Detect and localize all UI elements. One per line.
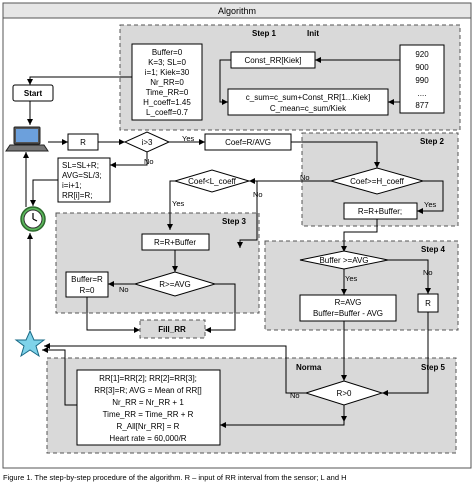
step2-label: Step 2 <box>420 137 445 146</box>
data-value: .... <box>418 89 427 98</box>
norma-line: Heart rate = 60,000/R <box>109 434 186 443</box>
init-to-start-arrow <box>27 76 132 85</box>
yes-label: Yes <box>345 274 357 283</box>
init-vars-box <box>131 43 203 121</box>
fill-rr-label: Fill_RR <box>158 325 186 334</box>
figure-caption: Figure 1. The step-by-step procedure of … <box>3 473 347 482</box>
yes-label: Yes <box>182 134 194 143</box>
step3-label: Step 3 <box>222 217 247 226</box>
init-var: Time_RR=0 <box>146 88 189 97</box>
r-avg-yes-arrow <box>205 283 236 333</box>
no-label: No <box>119 285 129 294</box>
clock-icon <box>20 206 46 232</box>
r-plus-buffer-label: R=R+Buffer; <box>358 207 402 216</box>
init-label: Init <box>307 29 319 38</box>
norma-line: R_All[Nr_RR] = R <box>117 422 180 431</box>
start-box <box>12 84 54 102</box>
step1-label: Step 1 <box>252 29 277 38</box>
update-line: AVG=SL/3; <box>62 171 102 180</box>
init-var: H_coeff=1.45 <box>143 98 191 107</box>
cond-r-avg-label: R>=AVG <box>159 280 190 289</box>
yes-label: Yes <box>172 199 184 208</box>
r-avg-box <box>299 294 397 322</box>
title-bar <box>2 2 472 19</box>
l-yes-arrow <box>167 180 175 230</box>
h-yes-arrow <box>417 180 444 214</box>
step3-region <box>55 212 260 314</box>
buffer-r-to-fill-arrow <box>86 297 140 333</box>
diagram-title: Algorithm <box>218 6 256 16</box>
step5-label: Step 5 <box>421 363 446 372</box>
cond-coef-lt-label: Coef<L_coeff <box>188 177 236 186</box>
data-value: 990 <box>415 76 429 85</box>
data-value: 877 <box>415 101 429 110</box>
r-plus-buffer-label-3: R=R+Buffer <box>154 238 196 247</box>
star-icon <box>14 329 46 358</box>
coef-to-h-arrow <box>291 141 380 168</box>
norma-line: Time_RR = Time_RR + R <box>103 410 194 419</box>
r0-no-arrow <box>44 343 306 394</box>
l-no-arrow <box>237 180 258 248</box>
cond-coef-ge-label: Coef>=H_coeff <box>350 177 404 186</box>
norma-line: RR[3]=R; AVG = Mean of RR[] <box>94 386 201 395</box>
norma-line: Nr_RR = Nr_RR + 1 <box>112 398 184 407</box>
r-input-label: R <box>80 138 86 147</box>
csum-line: C_mean=c_sum/Kiek <box>270 104 347 113</box>
buffer-r-line: R=0 <box>80 286 95 295</box>
r-box-2-label: R <box>425 299 431 308</box>
init-var: K=3; SL=0 <box>148 58 186 67</box>
init-var: i=1; Kiek=30 <box>145 68 190 77</box>
r2-to-r0-arrow <box>382 312 429 396</box>
data-list-box <box>399 44 445 114</box>
norma-to-star-arrow <box>42 347 77 406</box>
const-rr-label: Const_RR[Kiek] <box>245 56 302 65</box>
step4-label: Step 4 <box>421 245 446 254</box>
init-var: L_coeff=0.7 <box>146 108 188 117</box>
init-var: Buffer=0 <box>152 48 183 57</box>
update-line: RR[i]=R; <box>62 191 92 200</box>
update-line: SL=SL+R; <box>62 161 99 170</box>
step2-to-step4-arrow <box>341 219 378 252</box>
cond-buffer-avg-label: Buffer >=AVG <box>319 256 368 265</box>
init-var: Nr_RR=0 <box>150 78 184 87</box>
update-box <box>57 157 111 203</box>
no-label: No <box>290 391 300 400</box>
no-label: No <box>144 157 154 166</box>
r-plus-buffer-box <box>343 202 418 220</box>
update-to-clock-arrow <box>30 179 58 206</box>
cond-no-arrow <box>110 152 148 168</box>
cond-r0-label: R>0 <box>337 389 352 398</box>
laptop-icon <box>5 126 49 152</box>
const-to-csum-arrow <box>219 59 231 105</box>
buffer-r-box <box>65 271 109 298</box>
data-value: 920 <box>415 50 429 59</box>
r0-to-norma-arrow <box>220 422 345 428</box>
start-label: Start <box>24 89 43 98</box>
coef-label: Coef=R/AVG <box>225 138 271 147</box>
r-avg-line: R=AVG <box>335 298 362 307</box>
norma-box <box>76 369 221 446</box>
norma-line: RR[1]=RR[2]; RR[2]=RR[3]; <box>99 374 197 383</box>
yes-label: Yes <box>424 200 436 209</box>
csum-line: c_sum=c_sum+Const_RR[1...Kiek] <box>246 93 371 102</box>
data-value: 900 <box>415 63 429 72</box>
no-label: No <box>253 190 263 199</box>
norma-label: Norma <box>296 363 322 372</box>
update-line: i=i+1; <box>62 181 82 190</box>
fill-rr-box <box>139 319 206 339</box>
buffer-r-line: Buffer=R <box>71 275 103 284</box>
buffer-avg-no-arrow <box>388 259 431 294</box>
r-avg-line: Buffer=Buffer - AVG <box>313 309 383 318</box>
no-label: No <box>300 173 310 182</box>
cond-r0-diamond <box>304 380 384 406</box>
cond-i-label: i>3 <box>142 138 153 147</box>
